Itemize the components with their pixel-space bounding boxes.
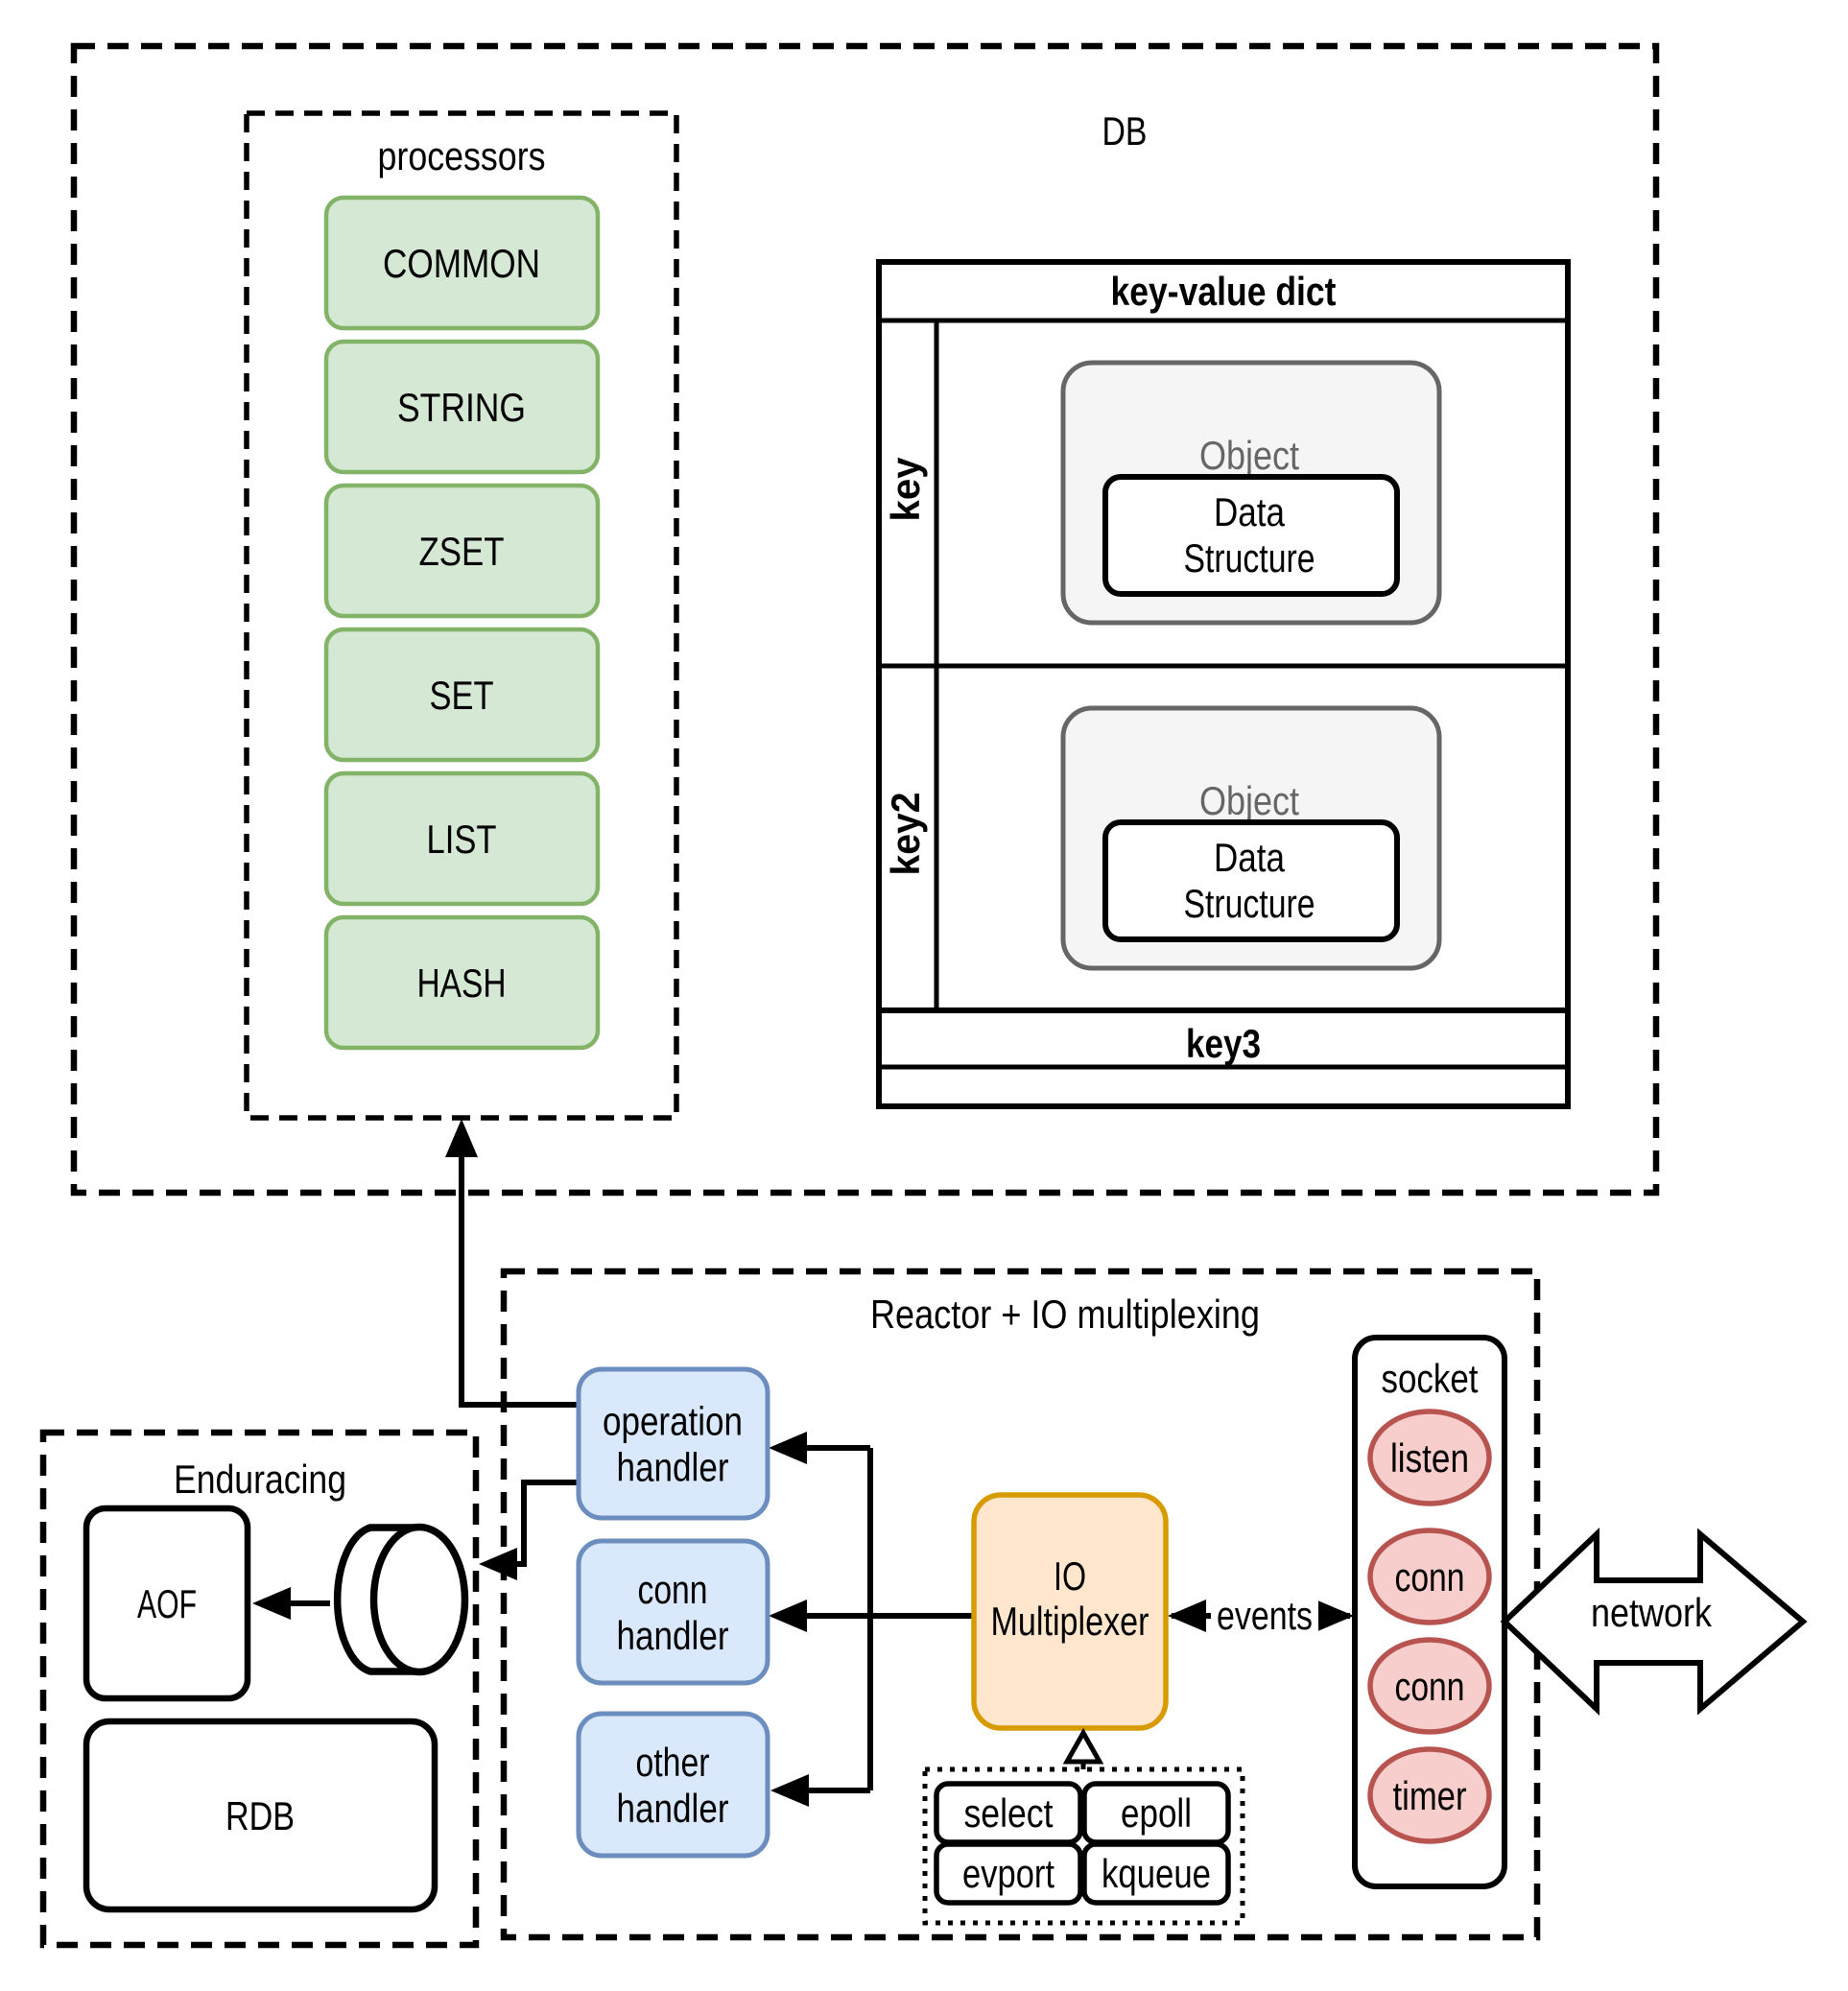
svg-text:Reactor + IO multiplexing: Reactor + IO multiplexing	[870, 1292, 1260, 1337]
svg-text:STRING: STRING	[397, 385, 526, 430]
svg-text:timer: timer	[1393, 1773, 1467, 1818]
svg-text:handler: handler	[617, 1613, 729, 1658]
svg-text:SET: SET	[430, 673, 494, 718]
svg-text:handler: handler	[617, 1786, 729, 1831]
svg-text:operation: operation	[603, 1399, 743, 1444]
svg-text:key3: key3	[1186, 1021, 1261, 1066]
svg-text:evport: evport	[962, 1851, 1054, 1896]
svg-text:Object: Object	[1199, 778, 1299, 823]
svg-text:Multiplexer: Multiplexer	[991, 1599, 1149, 1644]
svg-text:Data: Data	[1214, 489, 1286, 534]
svg-text:AOF: AOF	[137, 1581, 197, 1626]
svg-text:conn: conn	[1395, 1664, 1465, 1709]
svg-text:RDB: RDB	[225, 1793, 295, 1838]
svg-text:Data: Data	[1214, 835, 1286, 880]
svg-text:IO: IO	[1054, 1553, 1086, 1599]
svg-text:Structure: Structure	[1184, 535, 1315, 581]
svg-text:key: key	[883, 457, 928, 522]
svg-text:kqueue: kqueue	[1102, 1851, 1211, 1896]
svg-text:conn: conn	[1395, 1554, 1465, 1600]
svg-text:listen: listen	[1390, 1435, 1469, 1481]
svg-text:epoll: epoll	[1121, 1790, 1192, 1836]
svg-text:conn: conn	[638, 1567, 708, 1612]
svg-text:Structure: Structure	[1184, 881, 1315, 926]
svg-text:ZSET: ZSET	[419, 529, 505, 574]
svg-text:processors: processors	[378, 133, 546, 178]
svg-text:socket: socket	[1382, 1356, 1479, 1401]
svg-text:COMMON: COMMON	[383, 241, 540, 286]
svg-text:DB: DB	[1102, 108, 1148, 154]
svg-text:events: events	[1217, 1593, 1313, 1638]
svg-text:Enduracing: Enduracing	[174, 1457, 346, 1502]
svg-text:LIST: LIST	[427, 817, 497, 862]
svg-text:key-value dict: key-value dict	[1111, 269, 1337, 314]
svg-text:handler: handler	[617, 1445, 729, 1490]
svg-text:other: other	[636, 1740, 710, 1785]
svg-text:select: select	[964, 1790, 1054, 1836]
svg-text:HASH: HASH	[417, 960, 507, 1006]
svg-text:Object: Object	[1199, 433, 1299, 478]
svg-text:key2: key2	[883, 793, 928, 876]
svg-text:network: network	[1591, 1590, 1713, 1635]
